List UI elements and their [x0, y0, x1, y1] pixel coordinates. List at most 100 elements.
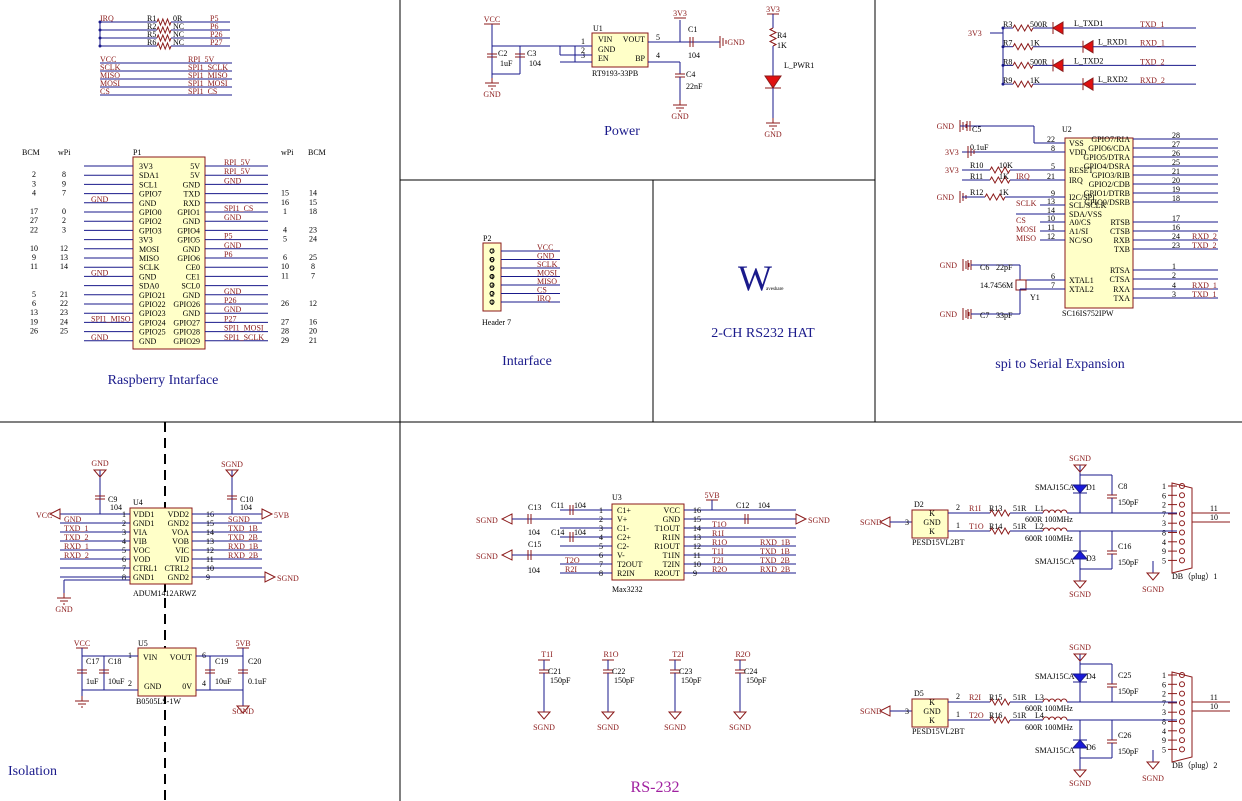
- pin-num: 9: [1051, 189, 1055, 198]
- bcm-number: 11: [30, 262, 38, 271]
- pin-num: 14: [1047, 206, 1055, 215]
- pin-name: GPIO4: [177, 226, 200, 235]
- cap-value: 150pF: [1118, 687, 1139, 696]
- bcm-number: 4: [32, 189, 36, 198]
- sgnd-label: SGND: [1142, 774, 1164, 783]
- r11-value: 1K: [999, 172, 1009, 181]
- pin-name: GPIO24: [139, 318, 166, 327]
- pin-num: 2: [956, 503, 960, 512]
- wpi-number: 27: [281, 317, 289, 326]
- bcm-header: BCM: [308, 148, 326, 157]
- pin-num: 16: [1172, 223, 1180, 232]
- c2-ref: C2: [498, 49, 507, 58]
- inductor-symbol: [1042, 716, 1068, 721]
- net-label: RPI_5V: [224, 158, 250, 167]
- net-label: RXD_2B: [760, 565, 790, 574]
- v5b-label: 5VB: [235, 639, 250, 648]
- port-label: P26: [210, 30, 222, 39]
- cap-ref: C24: [744, 667, 757, 676]
- vcc-label: VCC: [74, 639, 90, 648]
- c1-ref: C1: [688, 25, 697, 34]
- c20-value: 0.1uF: [248, 677, 267, 686]
- pin-num: 5: [1051, 162, 1055, 171]
- pin-name: XTAL2: [1069, 285, 1094, 294]
- gnd-label: GND: [55, 605, 73, 614]
- pin-name: V+: [617, 515, 628, 524]
- power-title: Power: [604, 124, 640, 139]
- pin-name: GND: [598, 45, 616, 54]
- net-label: CS: [537, 286, 547, 295]
- port-arrow: [795, 513, 808, 525]
- diode-symbol: [1052, 58, 1064, 73]
- junction: [1001, 82, 1005, 86]
- pin-name: C2+: [617, 533, 631, 542]
- c15-ref: C15: [528, 540, 541, 549]
- pin-name: T1OUT: [655, 524, 680, 533]
- net-label: MISO: [537, 277, 557, 286]
- net-label: TXD_1: [64, 524, 88, 533]
- pin-num: 26: [1172, 149, 1180, 158]
- pin-num: 6: [490, 256, 494, 265]
- inductor-symbol: [1042, 527, 1068, 532]
- sgnd-symbol: [1072, 653, 1088, 662]
- c9-value: 104: [110, 503, 122, 512]
- sgnd-symbol: [235, 705, 251, 714]
- net-label: MOSI: [537, 269, 557, 278]
- resistor-ref: R5: [147, 30, 156, 39]
- resistor-ref: R8: [1003, 57, 1012, 66]
- pin-name: TXD: [184, 190, 201, 199]
- c11-ref: C11: [551, 501, 564, 510]
- net-label: GND: [224, 287, 242, 296]
- wpi-number: 15: [281, 189, 289, 198]
- inductor-value: 600R 100MHz: [1025, 723, 1073, 732]
- v3-label: 3V3: [766, 5, 780, 14]
- cap-value: 150pF: [1118, 558, 1139, 567]
- resistor-value: 51R: [1013, 522, 1027, 531]
- pin-num: 7: [599, 560, 603, 569]
- u3-part: Max3232: [612, 585, 643, 594]
- wpi-number: 7: [62, 189, 66, 198]
- u4-part: ADUM1412ARWZ: [133, 589, 197, 598]
- net-label: T2I: [672, 650, 684, 659]
- pin-name: GPIO7: [139, 190, 162, 199]
- c9-ref: C9: [108, 495, 117, 504]
- led-ref: L_TXD1: [1074, 19, 1103, 28]
- waveshare-logo: W aveshare: [738, 258, 784, 298]
- pin-num: 12: [693, 542, 701, 551]
- cap-value: 150pF: [1118, 498, 1139, 507]
- v3-label: 3V3: [945, 148, 959, 157]
- wpi-number: 29: [281, 336, 289, 345]
- port-arrow: [500, 513, 513, 525]
- pin-name: GND2: [168, 519, 189, 528]
- wpi-number: 3: [62, 225, 66, 234]
- c14-ref: C14: [551, 528, 564, 537]
- sgnd-symbol: [1072, 464, 1088, 473]
- pin-name: GND: [923, 707, 941, 716]
- pin-num: 23: [1172, 241, 1180, 250]
- pin-name: VDD: [1069, 148, 1087, 157]
- db9-pin: [1179, 727, 1185, 734]
- sgnd-symbol: [667, 711, 683, 720]
- pin-num: 5: [1162, 745, 1166, 754]
- pin-num: 6: [1051, 272, 1055, 281]
- gnd-label: GND: [937, 122, 955, 131]
- inductor-ref: L1: [1035, 504, 1044, 513]
- bcm-number: 19: [30, 317, 38, 326]
- pin-num: 18: [1172, 194, 1180, 203]
- power-led: [764, 75, 782, 89]
- header-ref: P1: [133, 148, 141, 157]
- tvs-body: [911, 509, 949, 539]
- db9-pin: [1179, 718, 1185, 725]
- tvs-ref: D6: [1086, 743, 1096, 752]
- gnd-label: GND: [727, 38, 745, 47]
- pin-name: RXA: [1113, 285, 1130, 294]
- net-label: R1I: [712, 529, 724, 538]
- pin-name: GND2: [168, 573, 189, 582]
- resistor-symbol: [156, 17, 172, 27]
- pin-name: CE1: [186, 272, 200, 281]
- c19-value: 10uF: [215, 677, 232, 686]
- net-label: R2I: [565, 565, 577, 574]
- pin-name: RTSB: [1110, 218, 1130, 227]
- pin-name: SCL/SCLK: [1069, 201, 1107, 210]
